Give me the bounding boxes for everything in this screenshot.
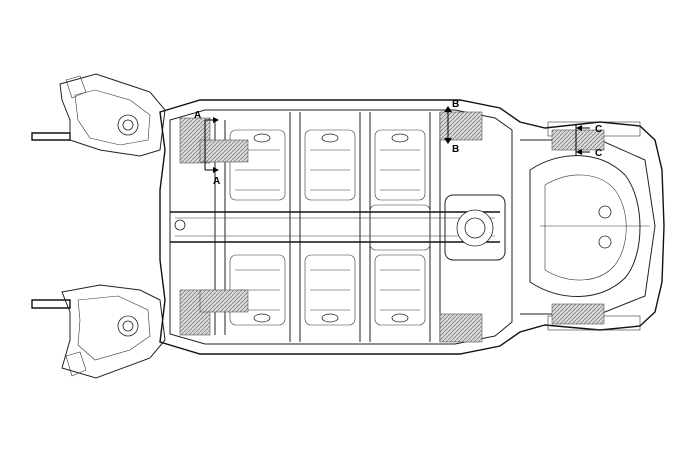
callout-c-bottom-label: C [595,148,602,159]
rear-floor [520,121,656,331]
callout-c: C C [575,124,602,159]
callout-c-top-label: C [595,124,602,135]
callout-b: B B [444,99,459,155]
floor-panel-outline [159,99,665,355]
callout-a-top-label: A [194,110,201,121]
front-rail-lower [31,284,166,379]
center-crossmember [174,194,506,261]
callout-a-bottom-label: A [213,176,220,187]
floor-ribs-lower [229,254,426,326]
callout-b-top-label: B [452,99,459,110]
callout-b-bottom-label: B [452,144,459,155]
floor-ribs-upper [229,129,426,201]
front-rail-upper [31,73,166,157]
hatched-zones [179,111,605,343]
callout-a: A A [194,110,220,187]
